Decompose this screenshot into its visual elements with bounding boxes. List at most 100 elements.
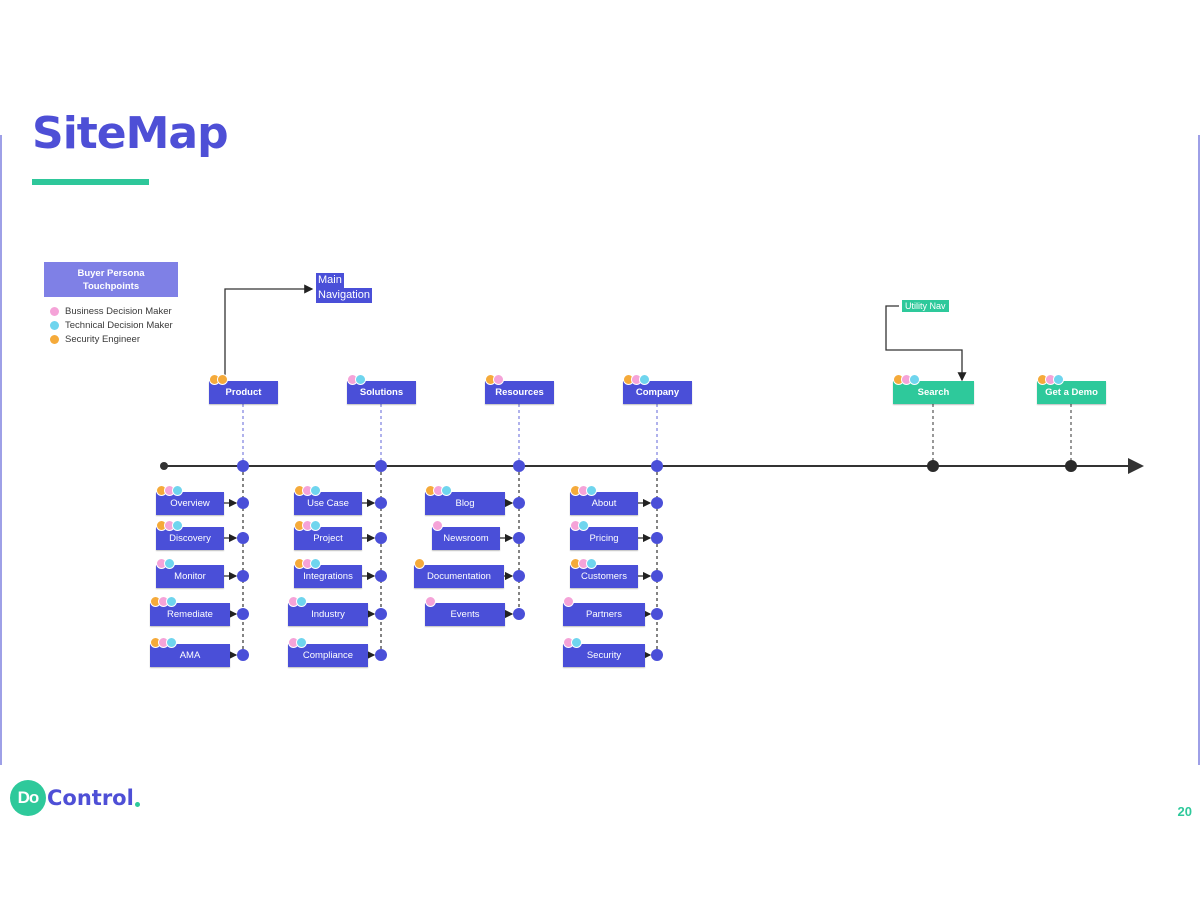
nav-child-partners[interactable]: Partners [563, 603, 645, 626]
nav-child-discovery[interactable]: Discovery [156, 527, 224, 550]
child-dot-security [651, 649, 663, 661]
nav-child-overview[interactable]: Overview [156, 492, 224, 515]
nav-child-ama[interactable]: AMA [150, 644, 230, 667]
child-dot-remediate [237, 608, 249, 620]
utility-search[interactable]: Search [893, 381, 974, 404]
legend-label: Business Decision Maker [65, 306, 172, 317]
nav-child-remediate[interactable]: Remediate [150, 603, 230, 626]
child-dot-industry [375, 608, 387, 620]
business-persona-dot-icon [432, 520, 443, 531]
persona-dots-product [209, 374, 228, 385]
timeline-start-dot [160, 462, 168, 470]
persona-dots-integrations [294, 558, 321, 569]
page-number: 20 [1177, 804, 1192, 819]
nav-child-about[interactable]: About [570, 492, 638, 515]
child-dot-use-case [375, 497, 387, 509]
nav-child-documentation[interactable]: Documentation [414, 565, 504, 588]
security-dot-icon [50, 335, 59, 344]
child-dot-about [651, 497, 663, 509]
persona-dots-discovery [156, 520, 183, 531]
persona-dots-get-a-demo [1037, 374, 1064, 385]
docontrol-logo: Do Control [10, 780, 140, 816]
child-dot-overview [237, 497, 249, 509]
technical-dot-icon [50, 321, 59, 330]
technical-persona-dot-icon [909, 374, 920, 385]
nav-child-monitor[interactable]: Monitor [156, 565, 224, 588]
utility-get-a-demo[interactable]: Get a Demo [1037, 381, 1106, 404]
technical-persona-dot-icon [296, 596, 307, 607]
persona-dots-newsroom [432, 520, 443, 531]
legend-label: Technical Decision Maker [65, 320, 173, 331]
nav-resources[interactable]: Resources [485, 381, 554, 404]
persona-dots-resources [485, 374, 504, 385]
persona-dots-security [563, 637, 582, 648]
timeline-dot-company [651, 460, 663, 472]
nav-child-project[interactable]: Project [294, 527, 362, 550]
logo-text: Control [47, 786, 134, 810]
legend-item-security: Security Engineer [50, 334, 140, 345]
technical-persona-dot-icon [355, 374, 366, 385]
nav-child-events[interactable]: Events [425, 603, 505, 626]
technical-persona-dot-icon [571, 637, 582, 648]
technical-persona-dot-icon [172, 485, 183, 496]
nav-child-security[interactable]: Security [563, 644, 645, 667]
right-edge-accent [1198, 135, 1200, 765]
nav-child-blog[interactable]: Blog [425, 492, 505, 515]
utility-nav-connector [885, 305, 967, 382]
persona-dots-company [623, 374, 650, 385]
security-persona-dot-icon [217, 374, 228, 385]
business-persona-dot-icon [563, 596, 574, 607]
nav-child-newsroom[interactable]: Newsroom [432, 527, 500, 550]
main-navigation-annotation: Main Navigation [316, 273, 372, 303]
technical-persona-dot-icon [166, 637, 177, 648]
child-dot-events [513, 608, 525, 620]
persona-dots-search [893, 374, 920, 385]
timeline-dot-solutions [375, 460, 387, 472]
persona-dots-monitor [156, 558, 175, 569]
persona-dots-pricing [570, 520, 589, 531]
nav-child-pricing[interactable]: Pricing [570, 527, 638, 550]
technical-persona-dot-icon [578, 520, 589, 531]
nav-child-use-case[interactable]: Use Case [294, 492, 362, 515]
timeline-dot-search [927, 460, 939, 472]
nav-product[interactable]: Product [209, 381, 278, 404]
title-underline [32, 179, 149, 185]
nav-child-compliance[interactable]: Compliance [288, 644, 368, 667]
nav-child-industry[interactable]: Industry [288, 603, 368, 626]
nav-child-integrations[interactable]: Integrations [294, 565, 362, 588]
technical-persona-dot-icon [310, 485, 321, 496]
technical-persona-dot-icon [172, 520, 183, 531]
technical-persona-dot-icon [639, 374, 650, 385]
nav-solutions[interactable]: Solutions [347, 381, 416, 404]
persona-dots-industry [288, 596, 307, 607]
child-dot-discovery [237, 532, 249, 544]
logo-dot-icon [134, 801, 140, 807]
persona-dots-compliance [288, 637, 307, 648]
security-persona-dot-icon [414, 558, 425, 569]
nav-company[interactable]: Company [623, 381, 692, 404]
utility-nav-annotation: Utility Nav [902, 300, 949, 312]
legend-title-line2: Touchpoints [82, 280, 140, 292]
legend-title: Buyer Persona Touchpoints [44, 262, 178, 297]
persona-dots-customers [570, 558, 597, 569]
legend-item-technical: Technical Decision Maker [50, 320, 173, 331]
child-dot-newsroom [513, 532, 525, 544]
persona-dots-about [570, 485, 597, 496]
child-dot-documentation [513, 570, 525, 582]
main-nav-connector [224, 284, 314, 381]
persona-dots-blog [425, 485, 452, 496]
business-persona-dot-icon [425, 596, 436, 607]
technical-persona-dot-icon [296, 637, 307, 648]
legend-item-business: Business Decision Maker [50, 306, 172, 317]
main-nav-line2: Navigation [316, 288, 372, 303]
technical-persona-dot-icon [441, 485, 452, 496]
child-dot-compliance [375, 649, 387, 661]
nav-child-customers[interactable]: Customers [570, 565, 638, 588]
persona-dots-events [425, 596, 436, 607]
technical-persona-dot-icon [310, 520, 321, 531]
persona-dots-project [294, 520, 321, 531]
timeline-dot-product [237, 460, 249, 472]
technical-persona-dot-icon [166, 596, 177, 607]
business-persona-dot-icon [493, 374, 504, 385]
